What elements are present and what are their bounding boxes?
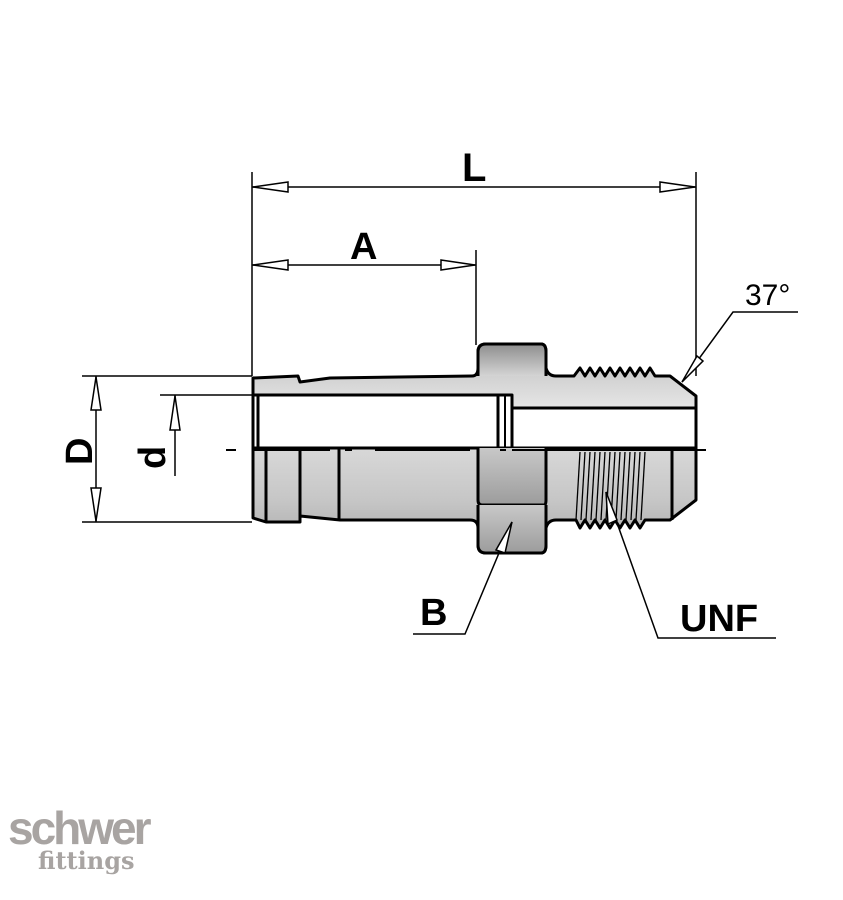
dimension-label-D: D (59, 438, 101, 465)
dimension-lines (82, 172, 697, 523)
hex-arrow (494, 521, 513, 554)
angle-arrow (681, 354, 705, 383)
logo-tagline: fittings (38, 846, 135, 875)
fitting-body (251, 342, 698, 555)
angle-label: 37° (745, 279, 790, 312)
hex-leader (413, 521, 513, 635)
brand-logo: schwer fittings (8, 802, 152, 875)
dimension-label-L: L (462, 146, 486, 190)
dimension-label-A: A (350, 226, 377, 268)
thread-arrow (605, 491, 618, 526)
dimension-arrows (90, 181, 696, 522)
hex-size-label: B (420, 592, 447, 634)
dimension-label-d: d (132, 446, 174, 469)
thread-leader (605, 491, 776, 639)
thread-label: UNF (680, 598, 758, 640)
logo-brand-name: schwer (8, 802, 152, 854)
angle-leader (681, 311, 798, 383)
